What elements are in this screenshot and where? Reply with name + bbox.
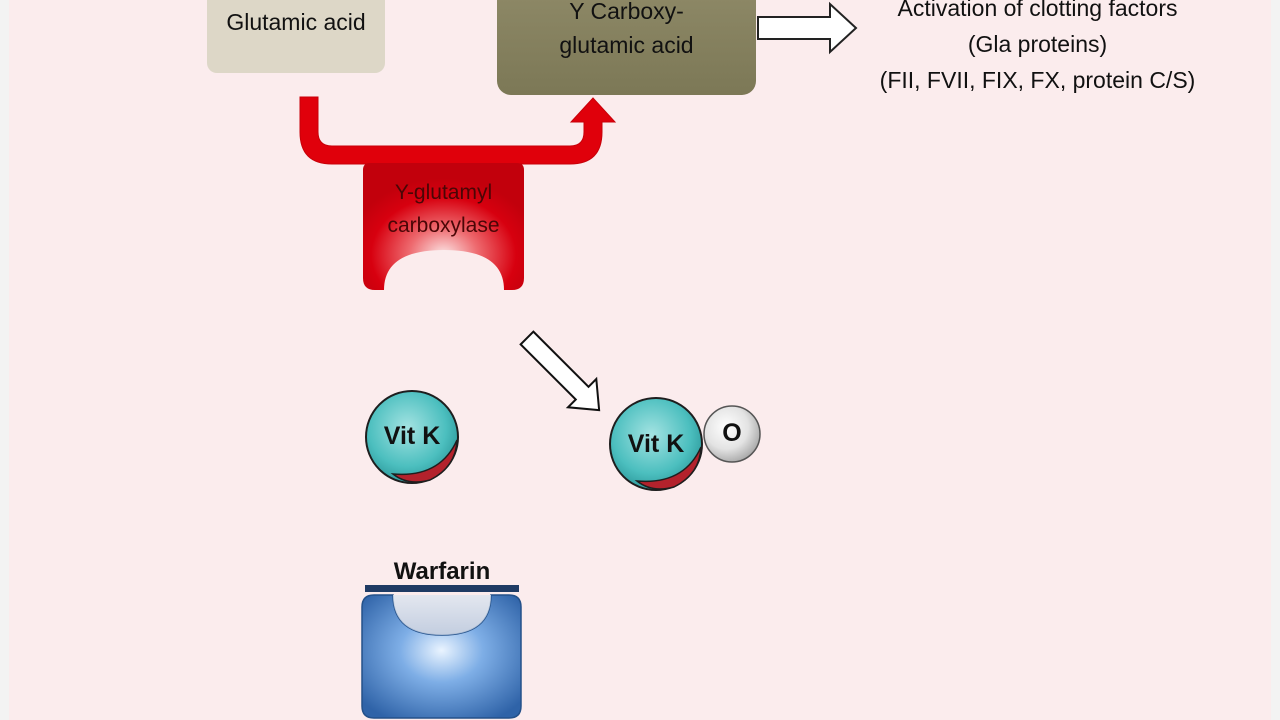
vkor-binding-notch — [393, 595, 491, 635]
left-margin-strip — [0, 0, 9, 720]
vitamin-k-epoxide-label: Vit K — [627, 430, 685, 458]
activation-arrow — [757, 1, 858, 55]
clotting-factor-activation-text: Activation of clotting factors (Gla prot… — [840, 0, 1235, 98]
right-margin-strip — [1271, 0, 1280, 720]
oxygen-atom — [703, 405, 761, 463]
vitamin-k-label: Vit K — [383, 422, 441, 450]
gamma-carboxy-line2: glutamic acid — [559, 32, 694, 58]
glutamic-acid-label: Glutamic acid — [226, 9, 366, 35]
warfarin-label: Warfarin — [393, 558, 491, 585]
gamma-carboxyglutamic-acid-label: Y Carboxy- glutamic acid — [497, 0, 756, 62]
warfarin-bar — [365, 585, 519, 592]
carboxylation-arrow — [299, 96, 617, 165]
carboxylase-line2: carboxylase — [387, 214, 500, 237]
oxidation-arrow — [519, 330, 601, 412]
activation-line2: (Gla proteins) — [967, 31, 1108, 57]
carboxylase-line1: Y-glutamyl — [394, 181, 493, 204]
carboxylase-enzyme-shape — [363, 163, 524, 290]
activation-line3: (FII, FVII, FIX, FX, protein C/S) — [879, 67, 1196, 93]
oxygen-label: O — [722, 419, 742, 447]
carboxylase-label: Y-glutamyl carboxylase — [363, 176, 524, 242]
gamma-carboxyglutamic-acid-box — [497, 0, 756, 95]
vitamin-k-epoxide-molecule — [609, 397, 761, 491]
glutamic-acid-box — [207, 0, 385, 73]
activation-line1: Activation of clotting factors — [897, 0, 1178, 21]
vitamin-k-molecule — [365, 390, 459, 484]
gamma-carboxy-line1: Y Carboxy- — [569, 0, 684, 24]
